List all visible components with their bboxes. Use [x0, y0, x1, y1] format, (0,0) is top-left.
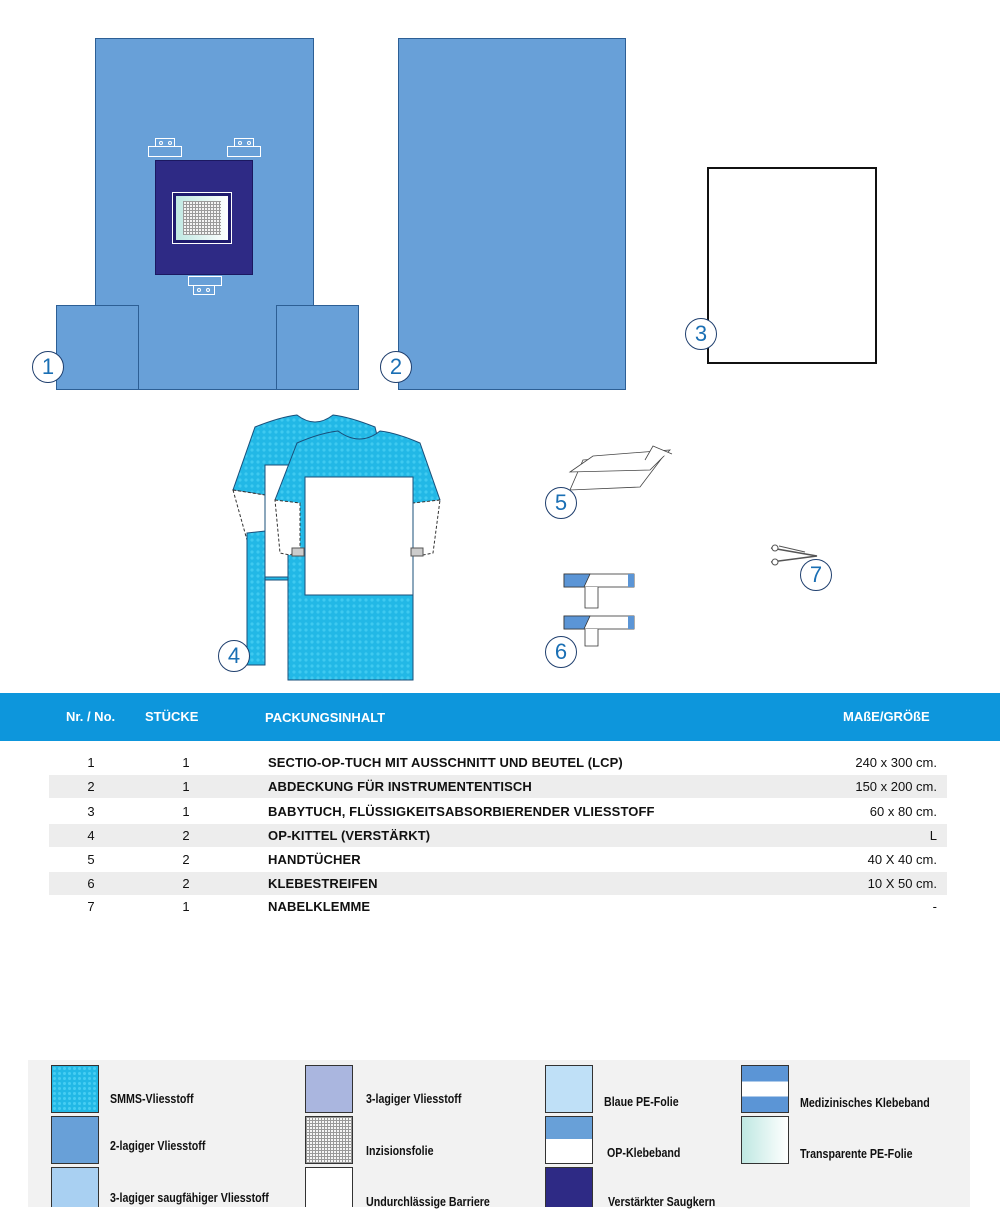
- row-inhalt: NABELKLEMME: [268, 899, 371, 914]
- row-nr: 6: [87, 876, 95, 891]
- row-masse: 240 x 300 cm.: [855, 755, 937, 770]
- legend-label: Inzisionsfolie: [366, 1143, 434, 1158]
- reinforced-core-area: [155, 160, 253, 275]
- legend-label: 3-lagiger saugfähiger Vliesstoff: [110, 1190, 269, 1205]
- row-stuecke: 1: [182, 804, 190, 819]
- surgical-gowns: [232, 414, 441, 681]
- legend-label: Medizinisches Klebeband: [800, 1095, 930, 1110]
- baby-towel: [707, 167, 877, 364]
- item-marker-7: 7: [800, 559, 832, 591]
- item-marker-2: 2: [380, 351, 412, 383]
- swatch-blue-pe-film: [545, 1065, 593, 1113]
- table-row: 1 1 SECTIO-OP-TUCH MIT AUSSCHNITT UND BE…: [49, 751, 947, 774]
- row-masse: 60 x 80 cm.: [869, 804, 937, 819]
- row-inhalt: ABDECKUNG FÜR INSTRUMENTENTISCH: [268, 779, 532, 794]
- tape-hole: [159, 141, 163, 145]
- swatch-incision-film: [305, 1116, 353, 1164]
- row-inhalt: HANDTÜCHER: [268, 852, 361, 867]
- table-row: 6 2 KLEBESTREIFEN 10 X 50 cm.: [49, 872, 947, 895]
- legend-label: SMMS-Vliesstoff: [110, 1091, 194, 1106]
- legend-label: Transparente PE-Folie: [800, 1146, 913, 1161]
- tape-tab: [148, 146, 182, 157]
- row-masse: L: [929, 828, 937, 843]
- row-inhalt: OP-KITTEL (VERSTÄRKT): [268, 828, 431, 843]
- row-masse: 150 x 200 cm.: [855, 779, 937, 794]
- legend-label: Verstärkter Saugkern: [608, 1194, 716, 1209]
- tape-tab-top: [155, 138, 175, 147]
- drape-pouch-left: [56, 305, 139, 390]
- row-nr: 7: [87, 899, 95, 914]
- incision-film-window: [183, 201, 221, 235]
- item-marker-5: 5: [545, 487, 577, 519]
- row-stuecke: 2: [182, 828, 190, 843]
- row-stuecke: 1: [182, 899, 190, 914]
- header-masse: MAßE/GRÖßE: [843, 709, 930, 724]
- tape-hole: [197, 288, 201, 292]
- swatch-medical-tape: [741, 1065, 789, 1113]
- swatch-three-layer-nonwoven: [305, 1065, 353, 1113]
- row-nr: 2: [87, 779, 95, 794]
- row-masse: 40 X 40 cm.: [867, 852, 937, 867]
- table-row: 4 2 OP-KITTEL (VERSTÄRKT) L: [49, 824, 947, 847]
- tape-tab: [227, 146, 261, 157]
- material-legend: SMMS-Vliesstoff 2-lagiger Vliesstoff 3-l…: [28, 1060, 970, 1209]
- row-inhalt: SECTIO-OP-TUCH MIT AUSSCHNITT UND BEUTEL…: [268, 755, 623, 770]
- row-nr: 1: [87, 755, 95, 770]
- swatch-op-tape: [545, 1116, 593, 1164]
- row-masse: -: [932, 899, 937, 914]
- row-nr: 4: [87, 828, 95, 843]
- swatch-transparent-pe-film: [741, 1116, 789, 1164]
- tape-tab-top: [234, 138, 254, 147]
- tape-hole: [168, 141, 172, 145]
- item-marker-1: 1: [32, 351, 64, 383]
- item-marker-6: 6: [545, 636, 577, 668]
- legend-label: 2-lagiger Vliesstoff: [110, 1138, 206, 1153]
- table-row: 7 1 NABELKLEMME -: [49, 895, 947, 918]
- swatch-impermeable-barrier: [305, 1167, 353, 1207]
- umbilical-clamp: [770, 544, 818, 566]
- header-inhalt: PACKUNGSINHALT: [265, 710, 386, 725]
- row-stuecke: 1: [182, 779, 190, 794]
- legend-label: Blaue PE-Folie: [604, 1094, 679, 1109]
- table-row: 2 1 ABDECKUNG FÜR INSTRUMENTENTISCH 150 …: [49, 775, 947, 798]
- row-inhalt: KLEBESTREIFEN: [268, 876, 378, 891]
- row-stuecke: 1: [182, 755, 190, 770]
- row-nr: 3: [87, 804, 95, 819]
- header-stuecke: STÜCKE: [145, 709, 199, 724]
- legend-label: 3-lagiger Vliesstoff: [366, 1091, 462, 1106]
- swatch-smms-nonwoven: [51, 1065, 99, 1113]
- tape-hole: [206, 288, 210, 292]
- legend-label: OP-Klebeband: [607, 1145, 681, 1160]
- hand-towels: [568, 445, 673, 491]
- row-stuecke: 2: [182, 852, 190, 867]
- header-nr: Nr. / No.: [66, 709, 116, 724]
- tape-hole: [238, 141, 242, 145]
- item-marker-4: 4: [218, 640, 250, 672]
- item-marker-3: 3: [685, 318, 717, 350]
- tape-hole: [247, 141, 251, 145]
- row-masse: 10 X 50 cm.: [867, 876, 937, 891]
- row-nr: 5: [87, 852, 95, 867]
- swatch-three-layer-absorbent: [51, 1167, 99, 1207]
- table-row: 5 2 HANDTÜCHER 40 X 40 cm.: [49, 848, 947, 871]
- row-stuecke: 2: [182, 876, 190, 891]
- tape-tab-bottom: [193, 285, 215, 295]
- swatch-reinforced-core: [545, 1167, 593, 1207]
- swatch-two-layer-nonwoven: [51, 1116, 99, 1164]
- adhesive-strips: [563, 573, 635, 647]
- row-inhalt: BABYTUCH, FLÜSSIGKEITSABSORBIERENDER VLI…: [268, 804, 655, 819]
- legend-label: Undurchlässige Barriere: [366, 1194, 490, 1209]
- instrument-table-cover: [398, 38, 626, 390]
- table-header: Nr. / No. STÜCKE PACKUNGSINHALT MAßE/GRÖ…: [0, 693, 1000, 741]
- table-row: 3 1 BABYTUCH, FLÜSSIGKEITSABSORBIERENDER…: [49, 800, 947, 823]
- drape-pouch-right: [276, 305, 359, 390]
